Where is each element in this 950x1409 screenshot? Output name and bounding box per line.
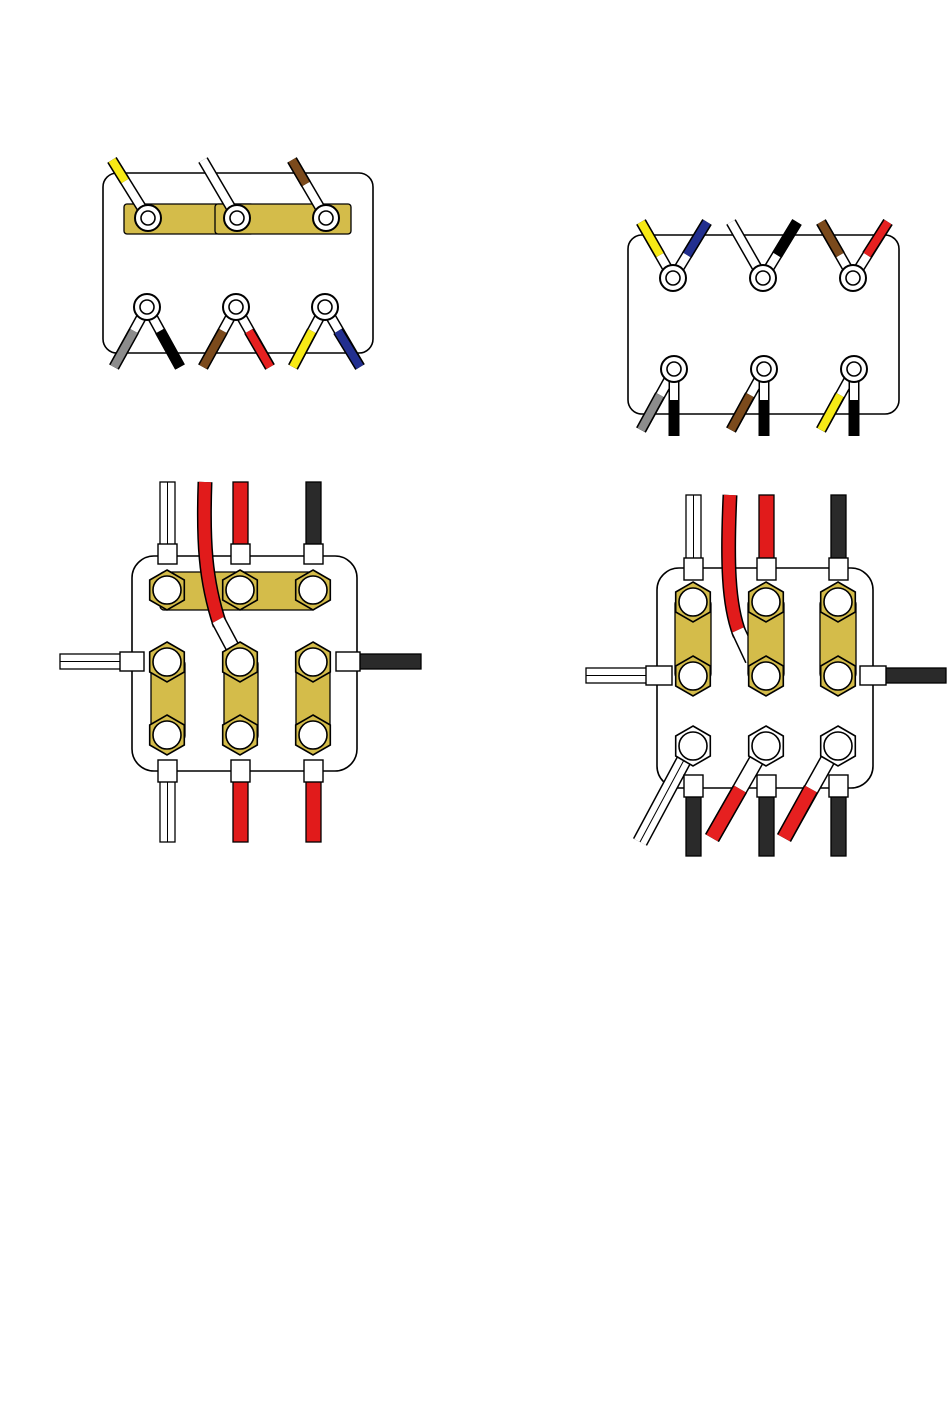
side-wire-black-right xyxy=(884,668,946,683)
ring-terminal xyxy=(313,205,339,231)
side-wire-white-left xyxy=(586,668,650,683)
cable-sleeve xyxy=(304,544,323,564)
cable-sleeve xyxy=(336,652,360,671)
ring-terminal xyxy=(660,265,686,291)
supply-wire-white-top xyxy=(686,495,701,563)
supply-wire-white-top xyxy=(160,482,175,552)
side-wire-white-left xyxy=(60,654,126,669)
ring-terminal xyxy=(661,356,687,382)
ring-terminal xyxy=(223,294,249,320)
ring-terminal xyxy=(840,265,866,291)
cable-sleeve xyxy=(231,544,250,564)
cable-sleeve xyxy=(231,760,250,782)
ring-terminal xyxy=(134,294,160,320)
six-stud-block-horizontal-link xyxy=(60,482,421,842)
cable-sleeve xyxy=(646,666,672,685)
delta-connection-terminal-block xyxy=(103,160,373,367)
cable-sleeve xyxy=(829,558,848,580)
supply-wire-red-top xyxy=(759,495,774,561)
cable-sleeve xyxy=(757,558,776,580)
cable-sleeve xyxy=(304,760,323,782)
supply-wire-black-top xyxy=(831,495,846,561)
cable-sleeve xyxy=(120,652,144,671)
supply-wire-red-top xyxy=(233,482,248,548)
six-stud-block-vertical-links xyxy=(586,495,946,856)
supply-wire-black-top xyxy=(306,482,321,548)
supply-wire-red-bottom xyxy=(233,780,248,842)
ring-terminal xyxy=(312,294,338,320)
ring-terminal xyxy=(135,205,161,231)
ring-terminal xyxy=(751,356,777,382)
ring-terminal xyxy=(750,265,776,291)
side-wire-black-right xyxy=(358,654,421,669)
supply-wire-white-bottom xyxy=(160,776,175,842)
ring-terminal xyxy=(841,356,867,382)
star-connection-terminal-block xyxy=(628,222,899,436)
cable-sleeve xyxy=(684,558,703,580)
cable-sleeve xyxy=(860,666,886,685)
cable-sleeve xyxy=(158,544,177,564)
ring-terminal xyxy=(224,205,250,231)
cable-sleeve xyxy=(158,760,177,782)
supply-wire-red-bottom xyxy=(306,780,321,842)
